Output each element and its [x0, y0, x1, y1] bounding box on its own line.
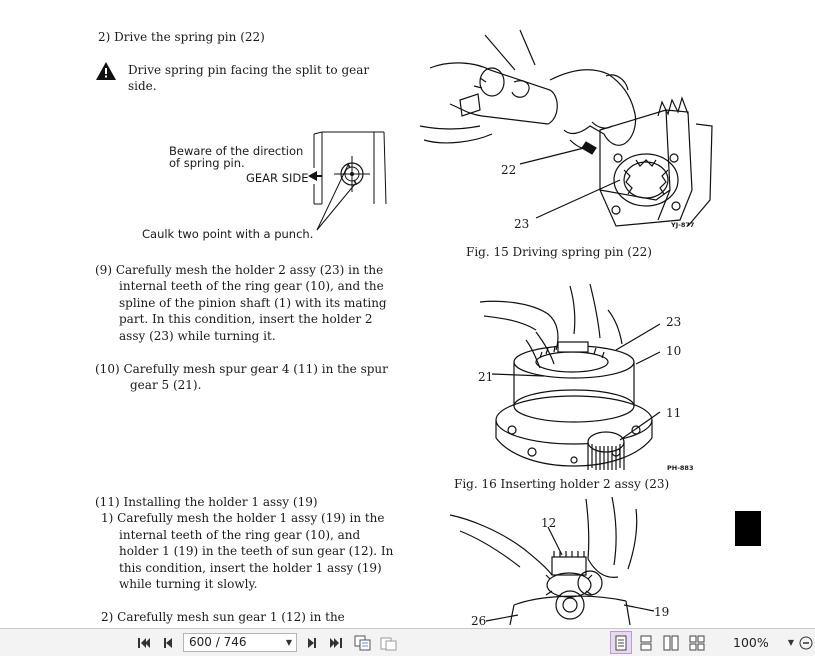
zoom-level[interactable]: 100% [733, 635, 769, 650]
next-page-icon[interactable] [302, 629, 322, 656]
step-9-line: assy (23) while turning it. [119, 329, 276, 343]
fig15-code: YJ-877 [671, 221, 695, 229]
step-2-title: 2) Drive the spring pin (22) [98, 30, 265, 44]
continuous-facing-icon[interactable] [686, 629, 708, 656]
zoom-dropdown-icon[interactable]: ▼ [787, 638, 795, 647]
fig17-label-12: 12 [541, 516, 557, 530]
warning-icon [96, 62, 116, 80]
spring-pin-note-line1: Beware of the direction [169, 144, 304, 158]
first-page-icon[interactable] [134, 629, 154, 656]
page-number-value: 600 / 746 [189, 635, 247, 649]
step-11-1-line: while turning it slowly. [119, 577, 258, 591]
zoom-out-icon[interactable] [798, 629, 814, 656]
fig17-label-26: 26 [471, 614, 487, 628]
facing-page-icon[interactable] [660, 629, 682, 656]
step-9-line: spline of the pinion shaft (1) with its … [119, 296, 387, 310]
fig16-label-21: 21 [478, 370, 494, 384]
step-11-1-line: 1) Carefully mesh the holder 1 assy (19)… [101, 511, 385, 525]
warning-text-line1: Drive spring pin facing the split to gea… [128, 63, 370, 77]
fig15-label-23: 23 [514, 217, 530, 231]
last-page-icon[interactable] [326, 629, 346, 656]
fig16-caption: Fig. 16 Inserting holder 2 assy (23) [454, 477, 670, 491]
fig16-label-10: 10 [666, 344, 682, 358]
continuous-page-icon[interactable] [636, 629, 656, 656]
step-9-line: part. In this condition, insert the hold… [119, 312, 373, 326]
fig15-illustration [419, 29, 713, 227]
fig17-illustration [449, 496, 655, 626]
step-9-line: internal teeth of the ring gear (10), an… [119, 279, 384, 293]
step-11-1-line: holder 1 (19) in the teeth of sun gear (… [119, 544, 394, 558]
fig17-label-19: 19 [654, 605, 670, 619]
gear-side-label: GEAR SIDE [246, 171, 309, 185]
step-11-1-line: internal teeth of the ring gear (10), an… [119, 528, 361, 542]
black-marker-block [735, 511, 761, 546]
document-page: 2) Drive the spring pin (22) Drive sprin… [95, 29, 761, 628]
step-9-line: (9) Carefully mesh the holder 2 assy (23… [95, 263, 384, 277]
page-dropdown-icon[interactable]: ▼ [285, 638, 292, 647]
single-page-icon[interactable] [610, 631, 632, 654]
step-11-1-line: this condition, insert the holder 1 assy… [119, 561, 382, 575]
fig15-caption: Fig. 15 Driving spring pin (22) [466, 245, 652, 259]
step-10-line: (10) Carefully mesh spur gear 4 (11) in … [95, 362, 388, 376]
viewer-toolbar: 600 / 746 ▼ 100% ▼ [0, 628, 815, 656]
step-11-title: (11) Installing the holder 1 assy (19) [95, 495, 318, 509]
fig16-label-11: 11 [666, 406, 682, 420]
prev-page-icon[interactable] [158, 629, 178, 656]
fig16-illustration [479, 283, 661, 470]
fig16-label-23: 23 [666, 315, 682, 329]
step-10-line: gear 5 (21). [130, 378, 202, 392]
spring-pin-note-line2: of spring pin. [169, 156, 245, 170]
spring-pin-diagram [308, 131, 387, 231]
caulk-note: Caulk two point with a punch. [142, 227, 314, 241]
fig16-code: PH-883 [667, 464, 694, 472]
page-number-field[interactable]: 600 / 746 ▼ [183, 633, 297, 652]
paste-view-icon[interactable] [378, 629, 400, 656]
fig15-label-22: 22 [501, 163, 517, 177]
warning-text-line2: side. [128, 79, 157, 93]
copy-view-icon[interactable] [352, 629, 374, 656]
step-11-2-line: 2) Carefully mesh sun gear 1 (12) in the [101, 610, 345, 624]
